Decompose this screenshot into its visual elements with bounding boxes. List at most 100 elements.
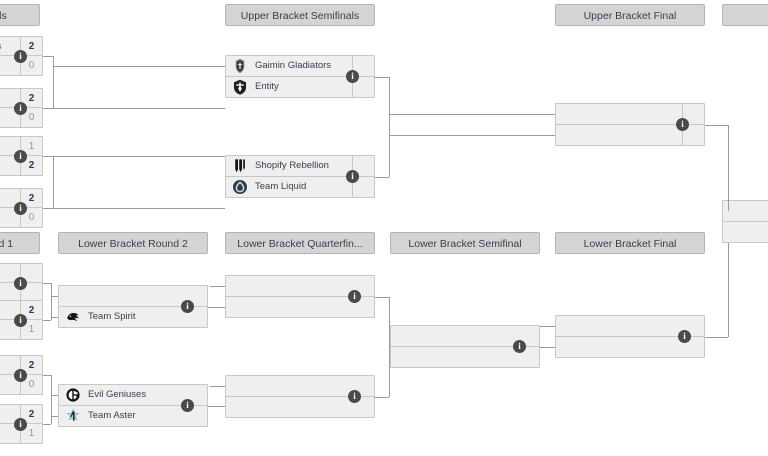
team-row[interactable] <box>226 396 374 417</box>
score-cell <box>353 76 374 97</box>
connector-line <box>728 243 729 337</box>
info-icon[interactable]: i <box>678 330 691 343</box>
team-row[interactable] <box>556 316 704 337</box>
match-scores <box>352 56 374 97</box>
connector-line <box>53 66 225 67</box>
team-logo-placeholder <box>728 223 746 241</box>
info-icon[interactable]: i <box>14 276 27 290</box>
round-header-lower-round-1[interactable]: und 1 <box>0 232 40 254</box>
info-icon[interactable]: i <box>14 368 27 382</box>
info-icon[interactable]: i <box>14 313 27 327</box>
team-spirit-logo <box>64 308 82 326</box>
score-cell: 2 <box>21 189 42 208</box>
team-row[interactable] <box>59 286 207 307</box>
team-row[interactable] <box>556 104 682 125</box>
team-name: ors <box>0 41 20 52</box>
match-box[interactable] <box>225 275 375 318</box>
evil-geniuses-logo <box>64 386 82 404</box>
team-name: Team Spirit <box>88 311 136 323</box>
team-row[interactable] <box>556 336 704 357</box>
match-teams <box>226 276 374 317</box>
team-logo-placeholder <box>396 327 414 345</box>
info-icon[interactable]: i <box>348 390 361 403</box>
info-icon[interactable]: i <box>346 70 359 83</box>
round-header-grand-final[interactable] <box>722 4 768 26</box>
info-icon[interactable]: i <box>348 290 361 303</box>
match-teams: Team Spirit <box>59 286 207 327</box>
info-icon[interactable]: i <box>14 201 27 215</box>
connector-line <box>208 306 225 308</box>
team-name: Entity <box>255 81 279 93</box>
team-logo-placeholder <box>231 298 249 316</box>
round-header-lower-semifinal[interactable]: Lower Bracket Semifinal <box>390 232 540 254</box>
round-header-lower-round-2[interactable]: Lower Bracket Round 2 <box>58 232 208 254</box>
team-row[interactable] <box>391 326 539 347</box>
team-logo-placeholder <box>231 377 249 395</box>
score-cell: 0 <box>21 375 42 394</box>
team-name: Shopify Rebellion <box>255 160 329 172</box>
round-header-upper-semifinals[interactable]: Upper Bracket Semifinals <box>225 4 375 26</box>
connector-line <box>43 375 51 376</box>
info-icon[interactable]: i <box>513 340 526 353</box>
team-row[interactable] <box>723 221 768 242</box>
score-cell <box>353 176 374 197</box>
round-header-lower-final[interactable]: Lower Bracket Final <box>555 232 705 254</box>
connector-line <box>51 416 58 417</box>
match-box[interactable] <box>722 200 768 243</box>
team-row[interactable]: Shopify Rebellion <box>226 156 352 177</box>
team-row[interactable] <box>556 124 682 145</box>
info-icon[interactable]: i <box>346 170 359 183</box>
connector-line <box>53 208 225 209</box>
team-row[interactable]: Team Aster <box>59 405 207 426</box>
connector-line <box>389 357 390 358</box>
info-icon[interactable]: i <box>181 300 194 313</box>
info-icon[interactable]: i <box>14 49 27 63</box>
round-header-upper-final[interactable]: Upper Bracket Final <box>555 4 705 26</box>
connector-line <box>51 296 58 297</box>
match-box[interactable] <box>555 315 705 358</box>
team-logo-placeholder <box>231 398 249 416</box>
round-header-upper-quarterfinals[interactable]: als <box>0 4 40 26</box>
info-icon[interactable]: i <box>181 399 194 412</box>
team-row[interactable] <box>226 276 374 297</box>
team-row[interactable] <box>391 346 539 367</box>
team-row[interactable] <box>723 201 768 222</box>
connector-line <box>43 208 53 209</box>
team-row[interactable]: Gaimin Gladiators <box>226 56 352 77</box>
team-row[interactable] <box>226 296 374 317</box>
info-icon[interactable]: i <box>14 149 27 163</box>
score-cell: 0 <box>21 208 42 227</box>
info-icon[interactable]: i <box>14 101 27 115</box>
connector-line <box>375 396 389 398</box>
info-icon[interactable]: i <box>14 417 27 431</box>
connector-line <box>208 405 225 407</box>
connector-line <box>53 156 54 208</box>
team-row[interactable]: Team Spirit <box>59 306 207 327</box>
team-row[interactable]: Entity <box>226 76 352 97</box>
connector-line <box>375 296 389 298</box>
team-row[interactable]: Team Liquid <box>226 176 352 197</box>
score-cell: 2 <box>21 156 42 175</box>
info-icon[interactable]: i <box>676 118 689 131</box>
round-header-lower-quarterfinals[interactable]: Lower Bracket Quarterfin... <box>225 232 375 254</box>
score-cell <box>683 104 704 125</box>
match-teams <box>723 201 768 242</box>
score-cell: 2 <box>21 301 42 320</box>
team-logo-placeholder <box>231 277 249 295</box>
team-row[interactable] <box>226 376 374 397</box>
match-teams <box>226 376 374 417</box>
connector-line <box>728 243 729 244</box>
connector-line <box>43 424 51 425</box>
connector-line <box>43 283 51 284</box>
team-row[interactable]: Evil Geniuses <box>59 385 207 406</box>
connector-line <box>51 283 52 320</box>
